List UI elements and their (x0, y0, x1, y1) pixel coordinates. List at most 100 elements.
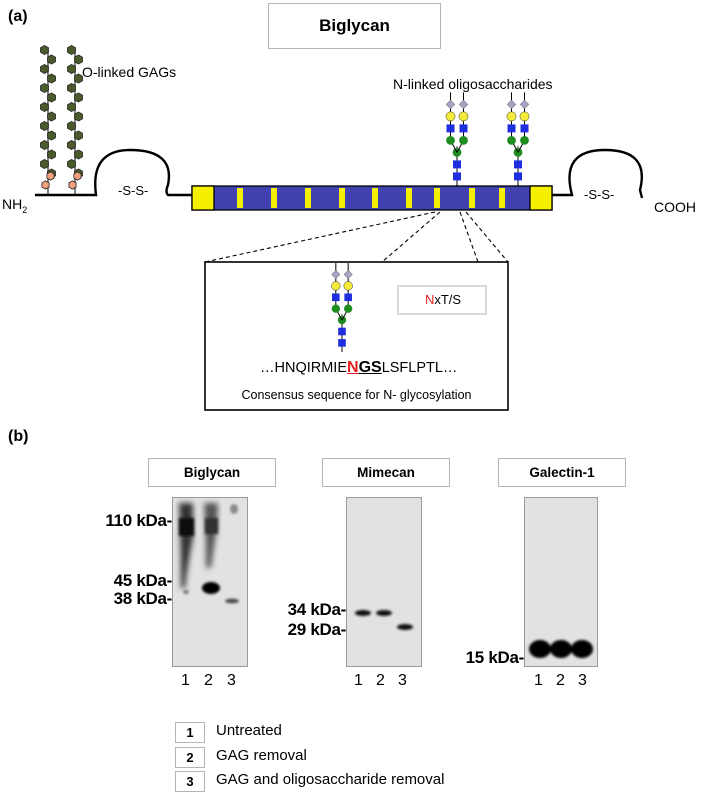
glcnac (520, 124, 529, 133)
gag-unit (67, 82, 76, 94)
gag-unit (67, 120, 76, 132)
glcnac (507, 124, 516, 133)
repeat-stripe (271, 188, 277, 208)
legend-text-1: Untreated (216, 722, 282, 739)
motif-label: NxT/S (424, 292, 462, 307)
glcnac (514, 160, 522, 169)
gag-unit (47, 149, 56, 160)
lane-biglycan-3: 3 (227, 672, 236, 689)
consensus-sequence: …HNQIRMIENGSLSFLPTL… (260, 359, 458, 376)
gag-unit (47, 54, 56, 65)
repeat-stripe (372, 188, 378, 208)
marker-34: 34 kDa- (287, 600, 347, 619)
glcnac (446, 124, 455, 133)
gag-unit (47, 73, 56, 84)
lane-galectin-2: 2 (556, 672, 565, 689)
galactose (519, 111, 530, 122)
gag-unit (40, 44, 49, 56)
n-terminus-label: NH2 (2, 196, 28, 215)
n-linked-label: N-linked oligosaccharides (393, 76, 553, 92)
repeat-stripe (237, 188, 243, 208)
lane-mimecan-3: 3 (398, 672, 407, 689)
legend-num-3: 3 (175, 771, 205, 792)
band-galectin-lane3 (571, 640, 593, 658)
gag-linker (41, 180, 50, 190)
mannose (343, 304, 353, 313)
repeat-stripe (469, 188, 475, 208)
legend-num-1: 1 (175, 722, 205, 743)
gag-unit (67, 101, 76, 113)
gag-linker (46, 171, 55, 181)
mannose (446, 136, 455, 145)
legend-text-3: GAG and oligosaccharide removal (216, 771, 445, 788)
gag-unit (74, 54, 83, 65)
gag-label: O-linked GAGs (82, 64, 177, 80)
blot-galectin-bands (529, 640, 593, 658)
consensus-caption: Consensus sequence for N- glycosylation (241, 388, 472, 402)
disulfide-right: -S-S- (583, 187, 616, 202)
glcnac (514, 172, 522, 181)
glcnac (338, 339, 346, 347)
gag-unit (47, 92, 56, 103)
band-biglycan-lane1-110 (179, 518, 194, 536)
marker-110: 110 kDa- (105, 511, 172, 530)
sialic-acid (331, 269, 341, 280)
lane-mimecan-1: 1 (354, 672, 363, 689)
gag-unit (67, 158, 76, 170)
glcnac (332, 293, 340, 302)
blot-biglycan-bands (179, 503, 239, 604)
marker-29: 29 kDa- (287, 620, 347, 639)
blot-title-biglycan: Biglycan (148, 458, 276, 487)
blot-biglycan (172, 497, 248, 667)
glcnac (453, 160, 461, 169)
marker-38: 38 kDa- (113, 589, 173, 608)
sialic-acid (445, 99, 456, 110)
galactose (445, 111, 456, 122)
band-galectin-lane1 (529, 640, 551, 658)
cap-c (529, 185, 553, 211)
gag-linker (73, 171, 82, 181)
galactose (458, 111, 469, 122)
gag-unit (67, 63, 76, 75)
gag-unit (47, 130, 56, 141)
mannose (520, 136, 529, 145)
n-glycan-tree-2 (506, 92, 530, 186)
glcnac (344, 293, 352, 302)
zoom-lines (204, 211, 509, 263)
repeat-stripe (434, 188, 440, 208)
gag-unit (74, 111, 83, 122)
galactose (343, 281, 353, 291)
biglycan-schematic (35, 44, 644, 411)
core-protein-domain (191, 185, 553, 211)
gag-unit (40, 120, 49, 132)
sialic-acid (458, 99, 469, 110)
cap-n (191, 185, 215, 211)
galactose (331, 281, 341, 291)
blot-title-galectin: Galectin-1 (498, 458, 626, 487)
n-glycan-tree-1 (445, 92, 469, 186)
o-linked-gag-chains (40, 44, 83, 195)
mannose (507, 136, 516, 145)
lane-biglycan-1: 1 (181, 672, 190, 689)
disulfide-left: -S-S- (117, 183, 150, 198)
sialic-acid (343, 269, 353, 280)
band-mimecan-lane3-29 (397, 624, 413, 630)
glcnac (453, 172, 461, 181)
gag-unit (40, 101, 49, 113)
marker-15: 15 kDa- (465, 648, 525, 667)
band-biglycan-lane3-top (230, 504, 238, 514)
panel-b-label: (b) (8, 428, 29, 445)
gag-unit (74, 73, 83, 84)
blot-title-mimecan: Mimecan (322, 458, 450, 487)
repeat-stripe (499, 188, 505, 208)
glcnac (338, 327, 346, 336)
band-mimecan-lane1-34 (355, 610, 371, 616)
glcnac (459, 124, 468, 133)
c-terminus-label: COOH (654, 199, 696, 215)
band-biglycan-lane2-110 (205, 518, 218, 534)
gag-unit (40, 82, 49, 94)
band-biglycan-lane2-smear (204, 503, 218, 568)
lane-galectin-1: 1 (534, 672, 543, 689)
n-terminal-chain (35, 148, 192, 197)
repeat-stripe (339, 188, 345, 208)
